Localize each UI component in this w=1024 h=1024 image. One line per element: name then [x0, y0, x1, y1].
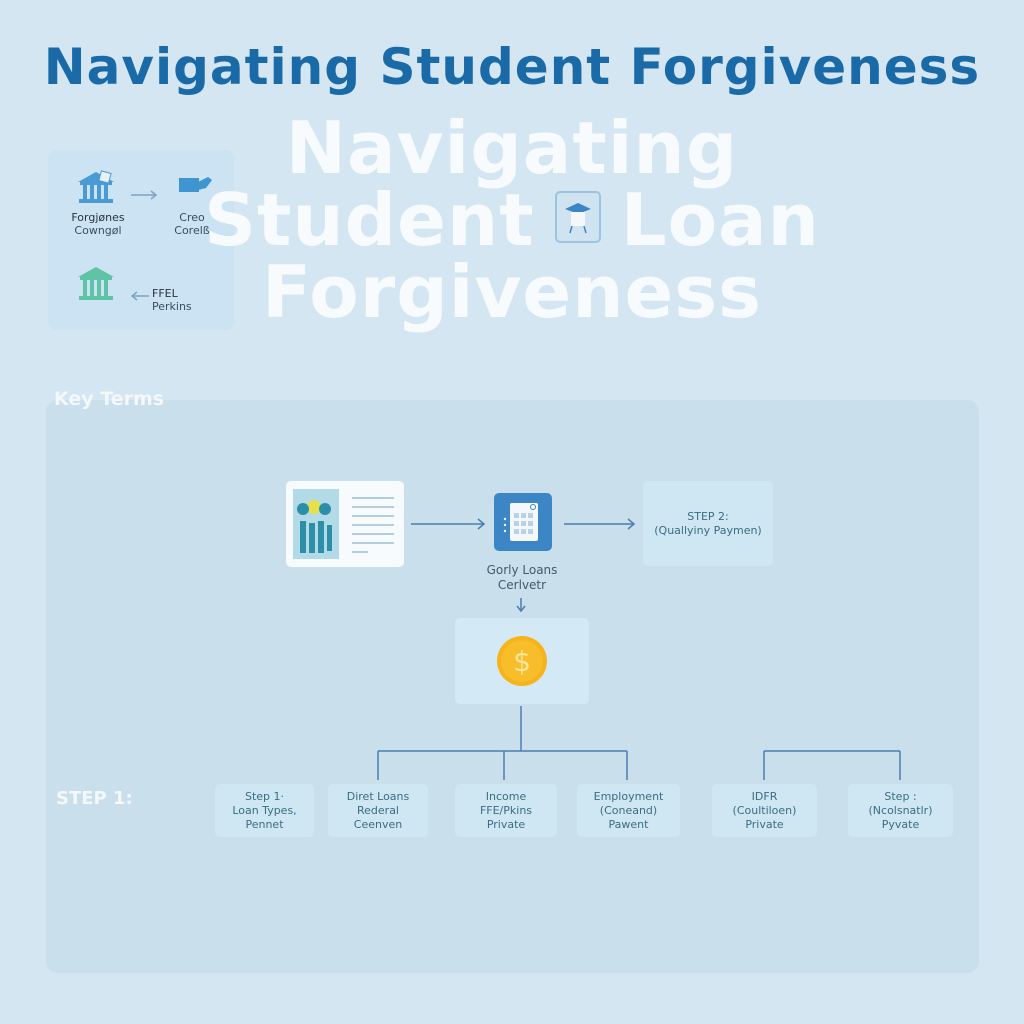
step1-box-step[interactable]: Step : (Ncolsnatlr) Pyvate	[848, 784, 953, 837]
box-line: FFE/Pkins	[479, 803, 533, 817]
hero-title-line1: Navigating	[285, 106, 739, 190]
box-line: (Ncolsnatlr)	[868, 803, 933, 817]
legend-label-2b: Corelß	[174, 224, 210, 237]
legend-label-3a: FFEL	[152, 287, 178, 300]
step2-title: STEP 2:	[687, 509, 729, 523]
step1-box-direct-loans[interactable]: Diret Loans Rederal Ceenven	[328, 784, 428, 837]
step2-node[interactable]: STEP 2: (Quallyiny Paymen)	[643, 481, 773, 566]
calc-label-1: Gorly Loans	[486, 563, 558, 577]
hero-title-loan: Loan	[620, 178, 820, 262]
bank-icon-green	[76, 265, 116, 303]
step2-subtitle: (Quallyiny Paymen)	[654, 523, 762, 537]
calculator-node[interactable]	[494, 493, 552, 551]
box-line: Diret Loans	[346, 789, 410, 803]
box-line: (Coneand)	[599, 803, 658, 817]
legend-label-1b: Cowngøl	[74, 224, 122, 237]
step1-box-income[interactable]: Income FFE/Pkins Private	[455, 784, 557, 837]
legend-label-2a: Creo	[179, 211, 205, 224]
box-line: Pawent	[608, 817, 649, 831]
graduation-cap-icon	[554, 191, 601, 244]
calc-label-2: Cerlvetr	[497, 578, 547, 592]
hero-title-student: Student	[204, 178, 535, 262]
key-terms-heading: Key Terms	[54, 388, 165, 410]
box-line: Income	[485, 789, 527, 803]
box-line: Rederal	[357, 803, 399, 817]
calculator-icon	[503, 503, 538, 541]
box-line: Loan Types,	[232, 803, 297, 817]
step1-box-idr[interactable]: IDFR (Coultiloen) Private	[712, 784, 817, 837]
box-line: Private	[745, 817, 784, 831]
box-line: Step :	[884, 789, 917, 803]
box-line: Employment	[593, 789, 664, 803]
top-title: Navigating Student Forgiveness	[43, 38, 981, 96]
box-line: Private	[486, 817, 526, 831]
arrow-left-icon	[130, 287, 150, 306]
box-line: Step 1·	[244, 789, 285, 803]
chat-icon	[178, 176, 216, 202]
box-line: Ceenven	[353, 817, 403, 831]
bank-icon	[76, 170, 116, 206]
legend-label-1a: Forgjønes	[71, 211, 125, 224]
document-node[interactable]	[286, 481, 404, 567]
hero-title-line3: Forgiveness	[261, 250, 763, 334]
arrow-right-icon	[130, 186, 158, 205]
coin-node[interactable]: $	[455, 618, 589, 704]
step1-box-employment[interactable]: Employment (Coneand) Pawent	[577, 784, 680, 837]
svg-text:$: $	[513, 645, 531, 678]
step1-box-loan-types[interactable]: Step 1· Loan Types, Pennet	[215, 784, 314, 837]
hero-title: Navigating Student Loan Forgiveness	[180, 112, 844, 328]
dollar-coin-icon: $	[497, 636, 547, 686]
step1-label: STEP 1:	[56, 788, 133, 809]
legend-label-3b: Perkins	[152, 300, 192, 313]
box-line: (Coultiloen)	[732, 803, 797, 817]
box-line: Pennet	[245, 817, 284, 831]
box-line: IDFR	[751, 789, 778, 803]
document-people-icon	[293, 489, 394, 559]
box-line: Pyvate	[881, 817, 920, 831]
